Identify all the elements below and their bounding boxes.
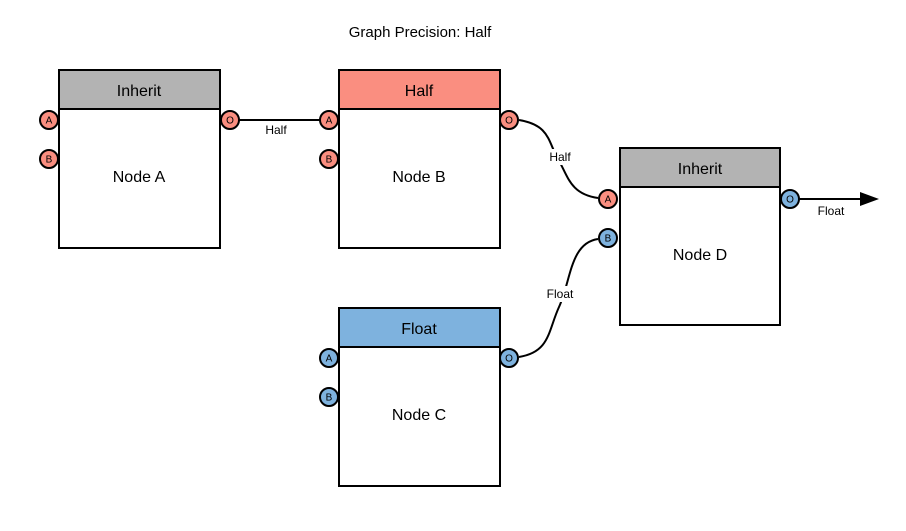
edge-labels-layer: Half Half Float Float	[265, 123, 845, 302]
node-a-port-a: A	[39, 110, 59, 130]
node-b-port-o-circle	[499, 110, 519, 130]
diagram-title: Graph Precision: Half	[349, 24, 492, 41]
node-b-port-b-letter: B	[326, 155, 333, 166]
node-c-port-b-circle	[319, 387, 339, 407]
node-a-port-b-letter: B	[46, 155, 53, 166]
node-c-port-o: O	[499, 348, 519, 368]
node-b-header	[338, 69, 501, 110]
node-c-port-a-circle	[319, 348, 339, 368]
node-a-port-a-letter: A	[46, 116, 53, 127]
node-d-name: Node D	[673, 247, 727, 264]
node-b-port-o: O	[499, 110, 519, 130]
node-d-port-o-letter: O	[786, 195, 794, 206]
edge-label-output: Float	[818, 204, 845, 218]
node-c-precision-label: Float	[401, 321, 437, 338]
edge-label-a-to-b: Half	[265, 123, 287, 137]
edge-label-c-to-d-bg	[538, 286, 582, 302]
node-c-port-a: A	[319, 348, 339, 368]
node-a-port-a-circle	[39, 110, 59, 130]
node-c-header	[338, 307, 501, 348]
node-a-port-o-letter: O	[226, 116, 234, 127]
node-d-port-a-circle	[598, 189, 618, 209]
node-b-precision-label: Half	[405, 83, 434, 100]
node-d-header	[619, 147, 781, 188]
node-b-name: Node B	[392, 169, 445, 186]
edge-label-c-to-d: Float	[547, 287, 574, 301]
node-d-port-a-letter: A	[605, 195, 612, 206]
node-c-name: Node C	[392, 407, 446, 424]
node-c-port-b: B	[319, 387, 339, 407]
node-a-port-o-circle	[220, 110, 240, 130]
node-c: Float Node C	[338, 307, 501, 487]
node-d: Inherit Node D	[619, 147, 781, 326]
node-b-port-a-circle	[319, 110, 339, 130]
node-a-port-o: O	[220, 110, 240, 130]
node-c-port-b-letter: B	[326, 393, 333, 404]
node-a-port-b: B	[39, 149, 59, 169]
node-b-port-a-letter: A	[326, 116, 333, 127]
node-a-header	[58, 69, 221, 110]
node-d-port-b-letter: B	[605, 234, 612, 245]
node-b: Half Node B	[338, 69, 501, 249]
node-a-port-b-circle	[39, 149, 59, 169]
edge-label-b-to-d: Half	[549, 150, 571, 164]
node-d-port-o: O	[780, 189, 800, 209]
node-c-port-a-letter: A	[326, 354, 333, 365]
node-a: Inherit Node A	[58, 69, 221, 249]
node-b-port-a: A	[319, 110, 339, 130]
node-d-port-o-circle	[780, 189, 800, 209]
node-c-port-o-letter: O	[505, 354, 513, 365]
node-b-port-b: B	[319, 149, 339, 169]
node-d-port-b: B	[598, 228, 618, 248]
edges-layer	[239, 119, 879, 358]
node-d-port-b-circle	[598, 228, 618, 248]
node-d-port-a: A	[598, 189, 618, 209]
edge-nodec-to-noded	[518, 238, 599, 358]
node-a-name: Node A	[113, 169, 166, 186]
node-c-port-o-circle	[499, 348, 519, 368]
edge-label-b-to-d-bg	[541, 149, 579, 165]
node-a-precision-label: Inherit	[117, 83, 162, 100]
node-d-precision-label: Inherit	[678, 161, 723, 178]
node-b-port-o-letter: O	[505, 116, 513, 127]
ports-layer: A B O A B O A B	[39, 110, 800, 407]
node-b-port-b-circle	[319, 149, 339, 169]
output-arrowhead-icon	[860, 192, 879, 206]
